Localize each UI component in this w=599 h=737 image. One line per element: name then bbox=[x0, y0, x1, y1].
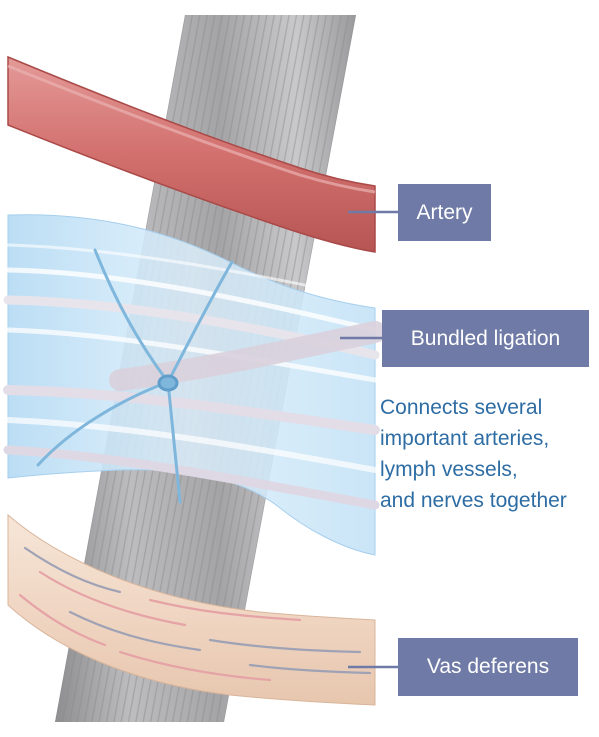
ligature-knot bbox=[36, 248, 234, 504]
bundled-ligation-label: Bundled ligation bbox=[382, 310, 589, 367]
description-line-4: and nerves together bbox=[380, 489, 567, 512]
description-line-2: important arteries, bbox=[380, 427, 550, 450]
callout-leaders bbox=[340, 210, 398, 669]
artery-vessel bbox=[7, 55, 376, 253]
description-line-1: Connects several bbox=[380, 396, 543, 419]
vas-deferens bbox=[7, 513, 376, 706]
description-line-3: lymph vessels, bbox=[380, 458, 518, 481]
artery-label: Artery bbox=[398, 184, 491, 241]
bundled-ligation-description: Connects several important arteries, lym… bbox=[380, 392, 595, 516]
vas-deferens-label: Vas deferens bbox=[398, 638, 578, 696]
